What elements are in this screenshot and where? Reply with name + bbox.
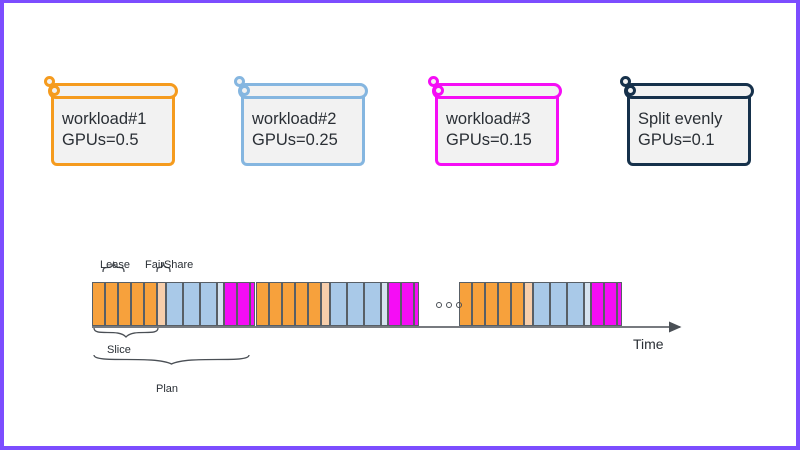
timeline-slice-fairshare-magenta (414, 282, 419, 326)
card-title: workload#2 (252, 110, 337, 128)
bracket-fairshare (156, 262, 171, 273)
timeline-slice-fairshare-blue (381, 282, 388, 326)
scroll-roll-top-icon (48, 83, 178, 99)
card-text: Split evenly GPUs=0.1 (638, 109, 722, 151)
scroll-knob-bottom-icon (428, 76, 439, 87)
timeline-slice-fairshare-magenta (250, 282, 255, 326)
card-subtitle: GPUs=0.5 (62, 131, 139, 149)
timeline-slice-lease-blue (550, 282, 567, 326)
timeline-slice-lease-orange (105, 282, 118, 326)
timeline-slice-fairshare-orange (321, 282, 330, 326)
scroll-roll-top-icon (238, 83, 368, 99)
timeline-slice-lease-orange (498, 282, 511, 326)
card-title: workload#3 (446, 110, 531, 128)
scroll-knob-bottom-icon (234, 76, 245, 87)
timeline-slice-fairshare-magenta (617, 282, 622, 326)
bracket-label-fairshare: FairShare (145, 259, 194, 271)
timeline-slice-lease-orange (308, 282, 321, 326)
axis-label-time: Time (633, 336, 664, 352)
timeline-slice-lease-orange (92, 282, 105, 326)
timeline-slice-lease-orange (269, 282, 282, 326)
timeline-slice-lease-blue (364, 282, 381, 326)
timeline-slice-lease-orange (282, 282, 295, 326)
card-text: workload#1 GPUs=0.5 (62, 109, 146, 151)
bracket-label-plan: Plan (156, 383, 179, 395)
timeline-slice-fairshare-orange (157, 282, 166, 326)
timeline-slice-lease-blue (330, 282, 347, 326)
timeline-slice-lease-magenta (591, 282, 604, 326)
timeline-slice-lease-magenta (237, 282, 250, 326)
card-text: workload#2 GPUs=0.25 (252, 109, 338, 151)
timeline-slice-lease-orange (459, 282, 472, 326)
timeline-slice-lease-orange (118, 282, 131, 326)
timeline-slice-lease-orange (144, 282, 157, 326)
scroll-knob-top-icon (625, 85, 636, 96)
bracket-lease (102, 260, 125, 273)
timeline-slice-lease-blue (200, 282, 217, 326)
timeline-slice-fairshare-blue (584, 282, 591, 326)
card-body (435, 94, 559, 166)
scroll-knob-bottom-icon (44, 76, 55, 87)
scroll-knob-top-icon (49, 85, 60, 96)
card-title: Split evenly (638, 110, 723, 128)
timeline-slice-lease-magenta (604, 282, 617, 326)
bracket-label-lease: Lease (100, 259, 130, 271)
bracket-slice (93, 327, 159, 338)
timeline-slice-lease-blue (166, 282, 183, 326)
timeline-slice-fairshare-blue (217, 282, 224, 326)
timeline-slice-fairshare-orange (524, 282, 533, 326)
timeline-slice-lease-blue (183, 282, 200, 326)
timeline-slice-lease-orange (485, 282, 498, 326)
card-body (627, 94, 751, 166)
scroll-knob-bottom-icon (620, 76, 631, 87)
ellipsis-dot (456, 302, 462, 308)
timeline-slice-lease-orange (472, 282, 485, 326)
ellipsis-dot (446, 302, 452, 308)
card-body (241, 94, 365, 166)
card-subtitle: GPUs=0.15 (446, 131, 532, 149)
card-body (51, 94, 175, 166)
timeline-svg (92, 260, 682, 365)
card-title: workload#1 (62, 110, 147, 128)
scroll-roll-top-icon (432, 83, 562, 99)
timeline-slice-lease-orange (131, 282, 144, 326)
bracket-plan (93, 354, 250, 365)
card-subtitle: GPUs=0.25 (252, 131, 338, 149)
scroll-roll-top-icon (624, 83, 754, 99)
card-text: workload#3 GPUs=0.15 (446, 109, 532, 151)
scroll-knob-top-icon (433, 85, 444, 96)
timeline-slice-lease-orange (295, 282, 308, 326)
timeline-slice-lease-blue (567, 282, 584, 326)
timeline-slice-lease-magenta (401, 282, 414, 326)
timeline-slice-lease-orange (511, 282, 524, 326)
timeline-slice-lease-magenta (224, 282, 237, 326)
card-subtitle: GPUs=0.1 (638, 131, 715, 149)
bracket-label-slice: Slice (107, 344, 131, 356)
timeline-slice-lease-magenta (388, 282, 401, 326)
timeline-slice-lease-blue (347, 282, 364, 326)
ellipsis-dot (436, 302, 442, 308)
timeline-slice-lease-blue (533, 282, 550, 326)
scroll-knob-top-icon (239, 85, 250, 96)
timeline-slice-lease-orange (256, 282, 269, 326)
